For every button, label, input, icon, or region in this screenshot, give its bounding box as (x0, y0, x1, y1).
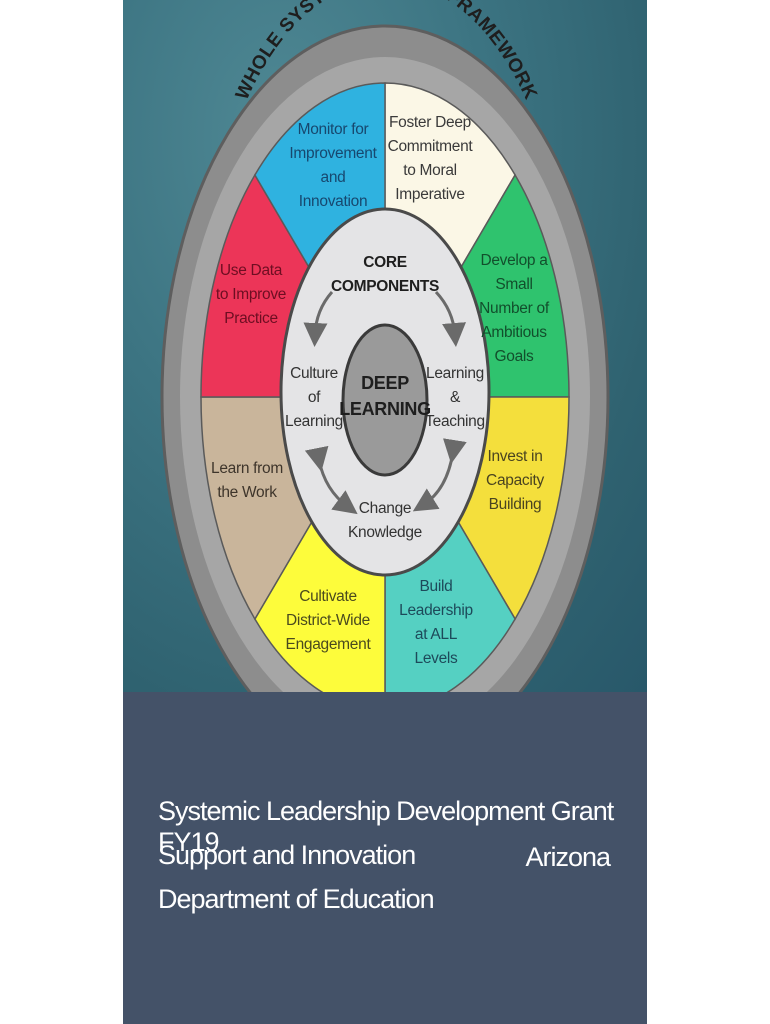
deep-learning-center (341, 323, 429, 477)
label-line: Build (419, 578, 453, 595)
title-line-1: Systemic Leadership Development Grant FY… (158, 796, 614, 857)
label-line: Foster Deep (388, 114, 471, 131)
label-line: Goals (494, 348, 534, 365)
label-line: of (307, 389, 321, 406)
label-line: Use Data (219, 262, 283, 279)
deep-learning-label: DEEP LEARNING (339, 370, 431, 422)
label-line: Learning (285, 413, 343, 430)
label-line: at ALL (414, 626, 458, 643)
label-line: Culture (290, 365, 338, 382)
title-block: Systemic Leadership Development Grant FY… (123, 692, 647, 1024)
label-line: Invest in (487, 448, 543, 465)
label-line: Engagement (285, 636, 371, 653)
label-line: Building (488, 496, 542, 513)
label-line: CORE (363, 254, 407, 271)
arrow-top-left (303, 291, 334, 347)
label-line: Cultivate (299, 588, 357, 605)
arrow-bottom-right (412, 438, 467, 512)
label-line: Capacity (486, 472, 544, 489)
label-line: Imperative (395, 186, 465, 203)
label-line: Levels (414, 650, 458, 667)
learning-and-teaching: Learning & Teaching (425, 362, 485, 434)
label-line: DEEP (361, 373, 409, 393)
title-line-3: Department of Education (158, 884, 435, 914)
label-line: Develop a (480, 252, 548, 269)
label-line: & (449, 389, 461, 406)
label-line: to Improve (215, 286, 287, 303)
label-line: Teaching (425, 413, 485, 430)
cover-page: WHOLE SYSTEM CHANGE FRAMEWORK Foster Dee… (123, 0, 647, 1024)
label-line: Knowledge (348, 524, 422, 541)
label-line: Ambitious (481, 324, 547, 341)
label-line: Monitor for (297, 121, 369, 138)
label-line: to Moral (403, 162, 457, 179)
label-line: the Work (217, 484, 277, 501)
segment-label-learn-from-work: Learn from the Work (211, 457, 283, 505)
label-line: Learn from (211, 460, 283, 477)
label-line: and (320, 169, 346, 186)
label-line: Innovation (298, 193, 368, 210)
label-line: LEARNING (339, 399, 431, 419)
label-line: Number of (479, 300, 549, 317)
title-line-2-right: Arizona (525, 842, 611, 872)
label-line: Learning (426, 365, 484, 382)
label-line: Commitment (387, 138, 473, 155)
label-line: Practice (224, 310, 278, 327)
arrow-bottom-left (304, 445, 358, 515)
framework-wheel: WHOLE SYSTEM CHANGE FRAMEWORK (160, 0, 610, 692)
core-components-title: CORE COMPONENTS (331, 251, 439, 299)
arrow-top-right (434, 290, 467, 347)
framework-diagram: WHOLE SYSTEM CHANGE FRAMEWORK Foster Dee… (123, 0, 647, 692)
label-line: COMPONENTS (330, 278, 440, 295)
label-line: Improvement (289, 145, 377, 162)
label-line: Leadership (399, 602, 473, 619)
label-line: District-Wide (286, 612, 370, 629)
title-line-2: Support and Innovation (158, 840, 416, 870)
label-line: Small (495, 276, 533, 293)
label-line: Change (358, 500, 412, 517)
